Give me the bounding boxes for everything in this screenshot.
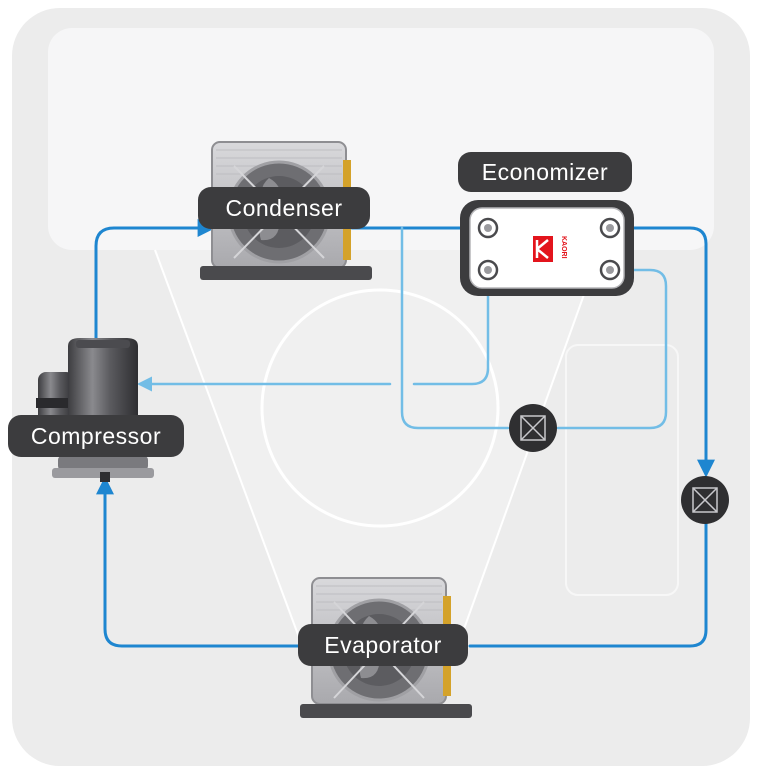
- svg-text:KAORI: KAORI: [560, 236, 567, 259]
- economizer-logo: KAORI: [533, 236, 567, 262]
- evaporator-label-text: Evaporator: [324, 632, 442, 658]
- main-circuit-pipes: [94, 219, 715, 648]
- side-panel: [565, 344, 679, 596]
- condenser-label-text: Condenser: [225, 195, 342, 221]
- expansion-valve-icon: [509, 404, 557, 452]
- injection-circuit-pipes: [137, 226, 668, 430]
- compressor-label-text: Compressor: [31, 423, 161, 449]
- economizer-label-text: Economizer: [482, 159, 608, 185]
- evaporator-label: Evaporator: [298, 624, 468, 666]
- economizer-plate-icon: KAORI: [460, 200, 634, 296]
- compressor-label: Compressor: [8, 415, 184, 457]
- center-circle: [260, 288, 500, 528]
- condenser-label: Condenser: [198, 187, 370, 229]
- expansion-valve-icon: [681, 476, 729, 524]
- economizer-label: Economizer: [458, 152, 632, 192]
